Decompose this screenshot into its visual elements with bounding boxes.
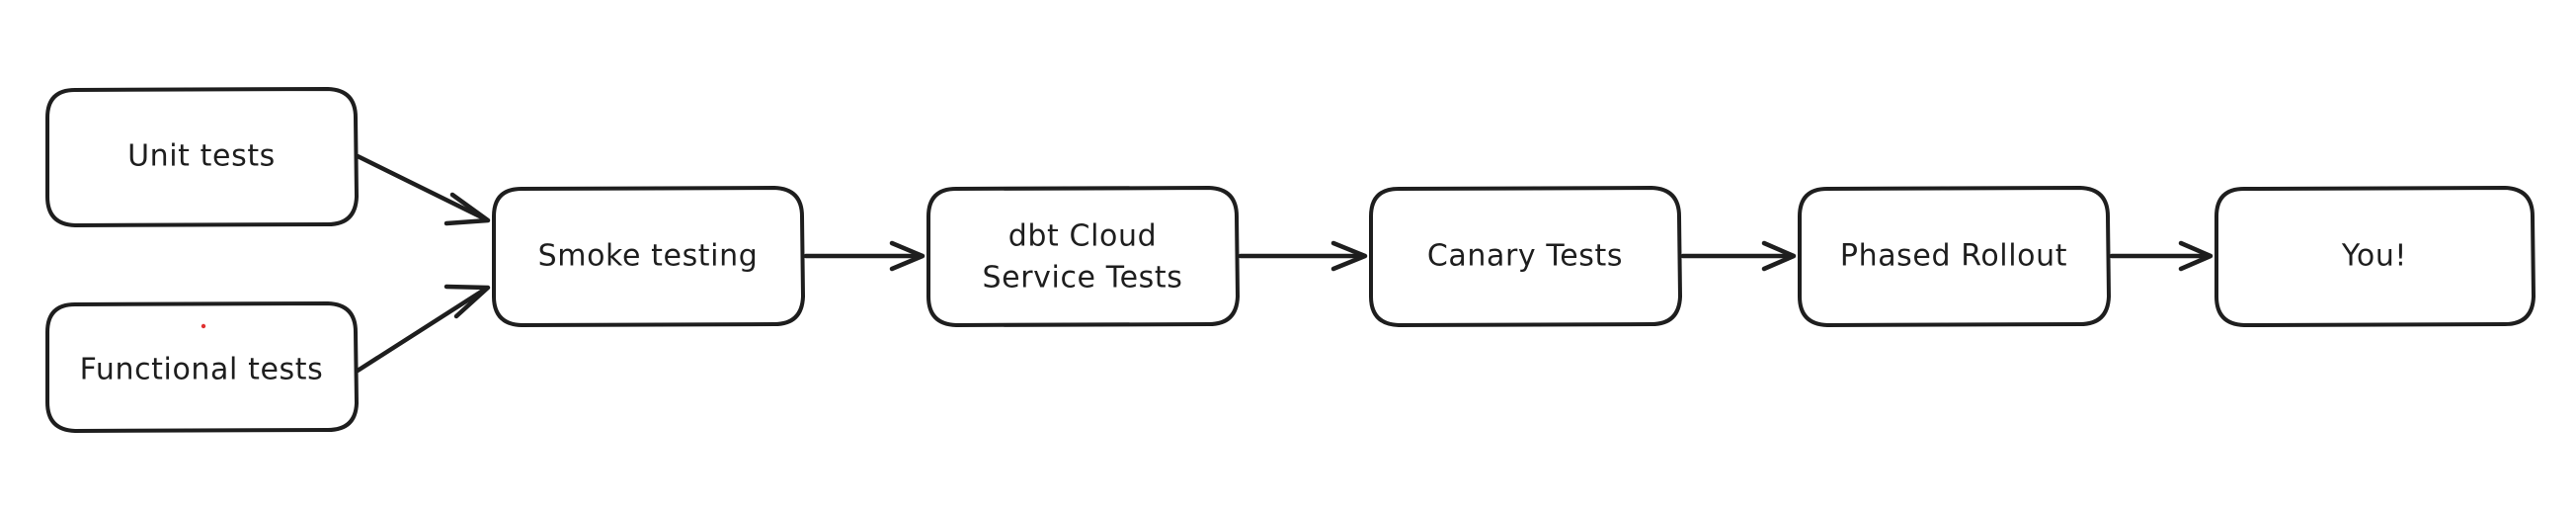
arrowhead-dbt-to-canary <box>1330 240 1368 272</box>
arrowhead-smoke-to-dbt <box>889 240 926 272</box>
node-smoke-testing[interactable]: Smoke testing <box>492 186 805 327</box>
node-you[interactable]: You! <box>2214 186 2536 327</box>
edge-unit-to-smoke <box>355 153 491 226</box>
arrowhead-phased-to-you <box>2178 240 2214 272</box>
edge-dbt-to-canary <box>1238 240 1368 272</box>
node-label-you: You! <box>2341 239 2407 274</box>
edge-smoke-to-dbt <box>803 240 926 272</box>
node-label-functional-tests: Functional tests <box>80 353 324 387</box>
node-label-dbt-cloud-line2: Service Tests <box>983 261 1183 296</box>
node-shape-phased-rollout[interactable] <box>1798 186 2111 327</box>
node-shape-unit-tests[interactable] <box>45 87 359 227</box>
arrowhead-functional-to-smoke <box>443 284 491 319</box>
arrowhead-unit-to-smoke <box>443 192 491 226</box>
edge-functional-to-smoke <box>355 284 491 374</box>
node-shape-you[interactable] <box>2214 186 2536 327</box>
edge-phased-to-you <box>2109 240 2214 272</box>
ink-speck <box>201 323 206 329</box>
node-phased-rollout[interactable]: Phased Rollout <box>1798 186 2111 327</box>
node-label-phased-rollout: Phased Rollout <box>1840 239 2067 274</box>
node-label-smoke-testing: Smoke testing <box>538 239 759 274</box>
node-unit-tests[interactable]: Unit tests <box>45 87 359 227</box>
node-functional-tests[interactable]: Functional tests <box>45 301 359 433</box>
edge-canary-to-phased <box>1680 240 1797 272</box>
node-shape-canary-tests[interactable] <box>1369 186 1682 327</box>
node-shape-smoke-testing[interactable] <box>492 186 805 327</box>
node-dbt-cloud-service-tests[interactable]: dbt Cloud Service Tests <box>926 186 1240 327</box>
node-shape-functional-tests[interactable] <box>45 301 359 433</box>
node-shape-dbt-cloud-service-tests[interactable] <box>926 186 1240 327</box>
node-label-canary-tests: Canary Tests <box>1427 239 1623 274</box>
node-label-unit-tests: Unit tests <box>127 139 276 174</box>
node-canary-tests[interactable]: Canary Tests <box>1369 186 1682 327</box>
node-label-dbt-cloud-line1: dbt Cloud <box>1008 219 1157 254</box>
edge-line-unit-to-smoke <box>355 153 489 222</box>
arrowhead-canary-to-phased <box>1761 240 1797 272</box>
edge-line-functional-to-smoke <box>355 286 489 374</box>
